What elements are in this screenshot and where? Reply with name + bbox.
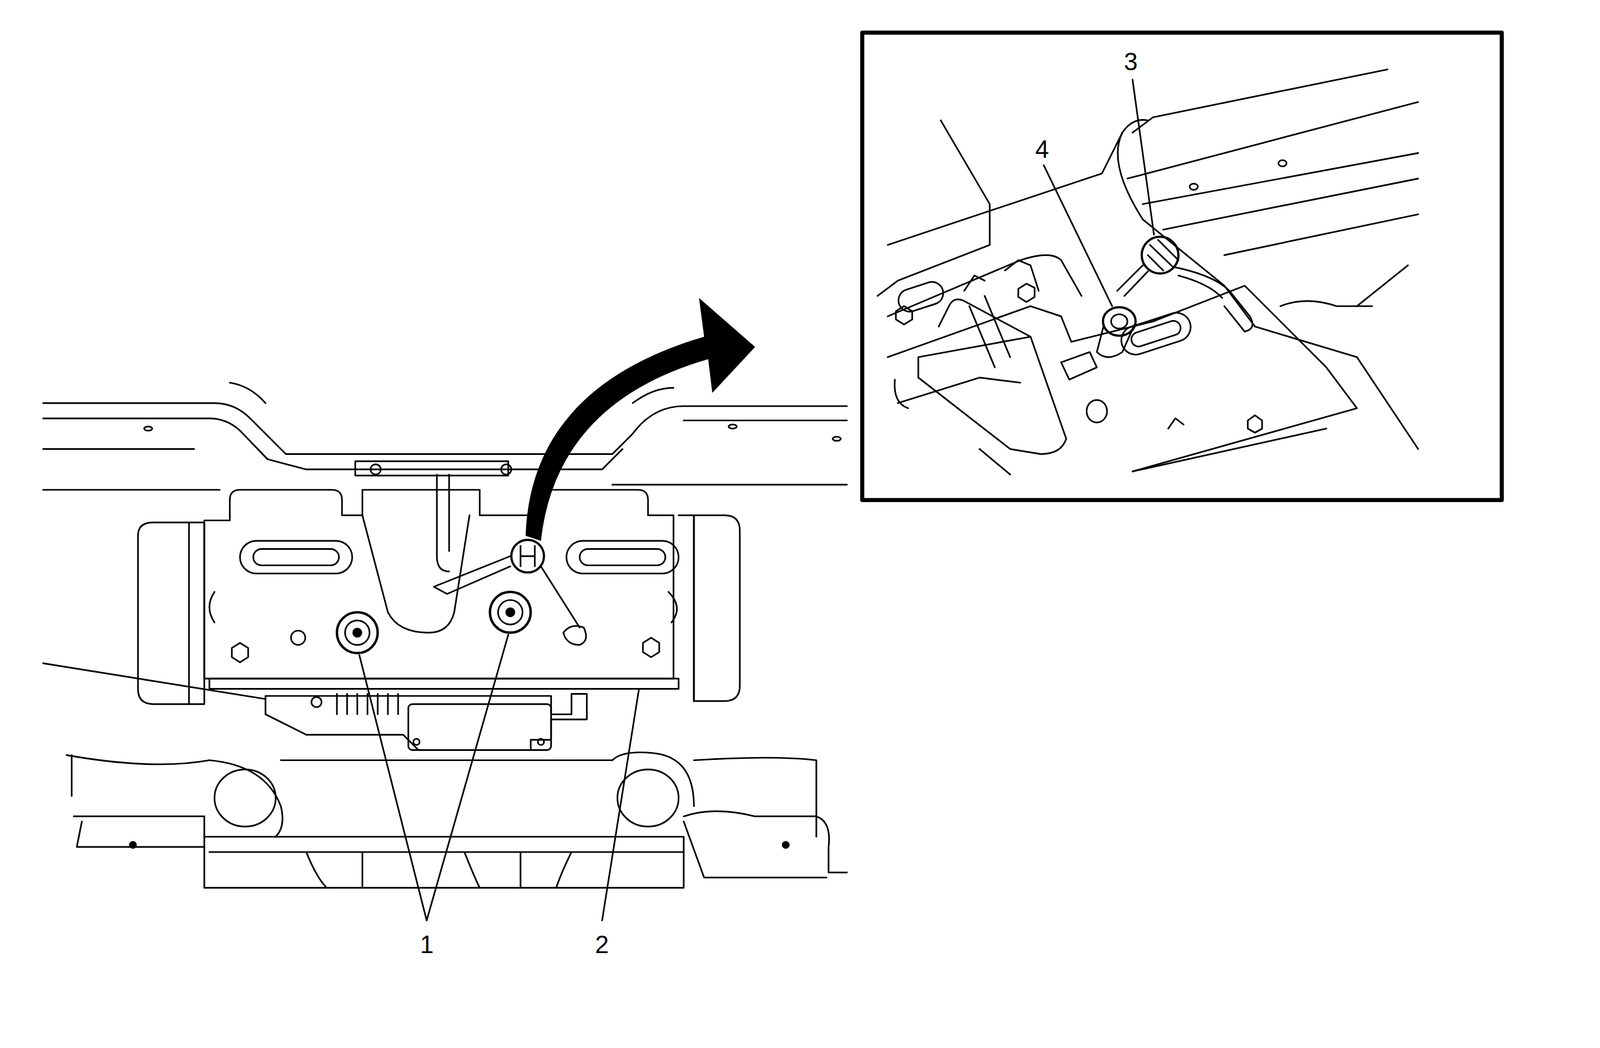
callout-number: 1: [419, 931, 434, 957]
callout-number: 2: [595, 931, 609, 957]
callout-number: 3: [1123, 49, 1138, 75]
callout-number: 4: [1035, 136, 1049, 162]
